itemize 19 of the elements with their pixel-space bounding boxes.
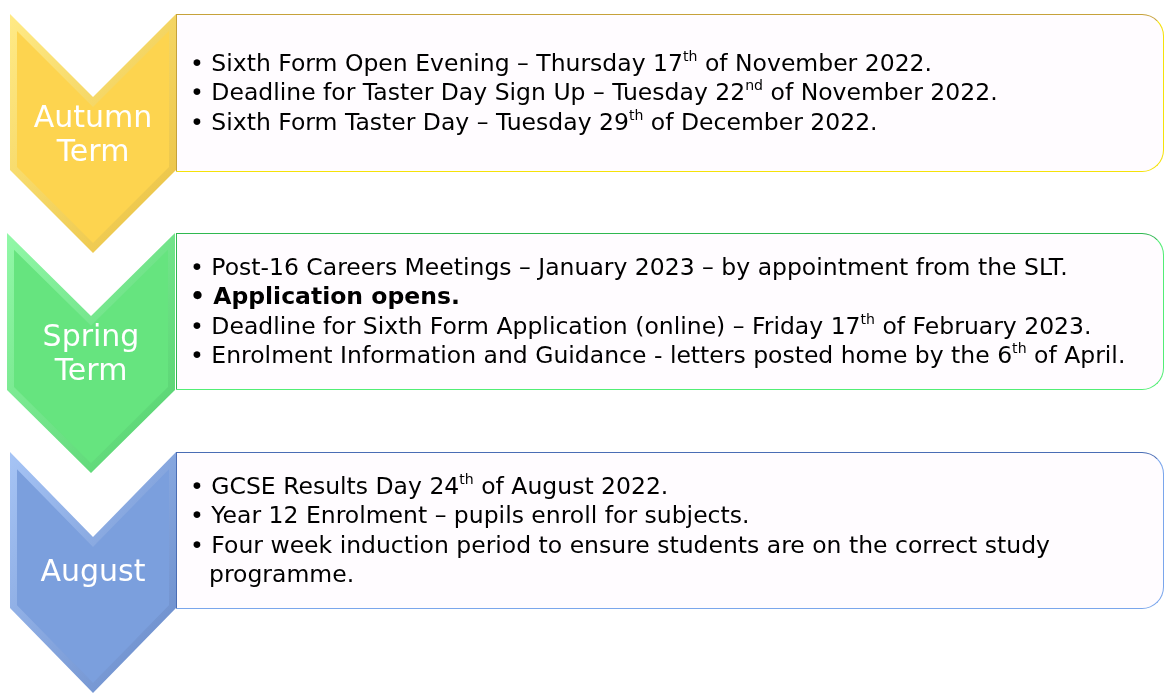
chevron-shape: [7, 233, 175, 473]
schedule-item: • GCSE Results Day 24$^{th}$ of August 2022.: [190, 471, 670, 501]
info-panel: [176, 233, 1164, 390]
schedule-item: • Four week induction period to ensure students are on the correct study programme.: [190, 530, 1051, 590]
schedule-item: • Post-16 Careers Meetings – January 2023 – by appointment from the SLT.: [190, 252, 1069, 282]
term-label: Autumn Term: [32, 100, 154, 168]
schedule-item: • Deadline for Taster Day Sign Up – Tuesday 22$^{nd}$ of November 2022.: [190, 78, 999, 108]
term-label: August: [39, 554, 147, 588]
schedule-item: • Sixth Form Open Evening – Thursday 17$^{th}$ of November 2022.: [190, 48, 933, 79]
schedule-item: • Application opens.: [190, 282, 461, 312]
term-label: Spring Term: [41, 319, 141, 387]
schedule-item: • Year 12 Enrolment – pupils enroll for subjects.: [190, 501, 751, 531]
chevron-shape: [10, 452, 176, 693]
info-panel: [176, 452, 1164, 609]
schedule-item: • Enrolment Information and Guidance - letters posted home by the 6$^{th}$ of April.: [190, 341, 1127, 371]
schedule-item: • Deadline for Sixth Form Application (online) – Friday 17$^{th}$ of February 2023.: [190, 311, 1093, 341]
info-panel: [176, 14, 1164, 172]
schedule-item: • Sixth Form Taster Day – Tuesday 29$^{th}$ of December 2022.: [190, 107, 879, 138]
chevron-shape: [10, 14, 176, 253]
